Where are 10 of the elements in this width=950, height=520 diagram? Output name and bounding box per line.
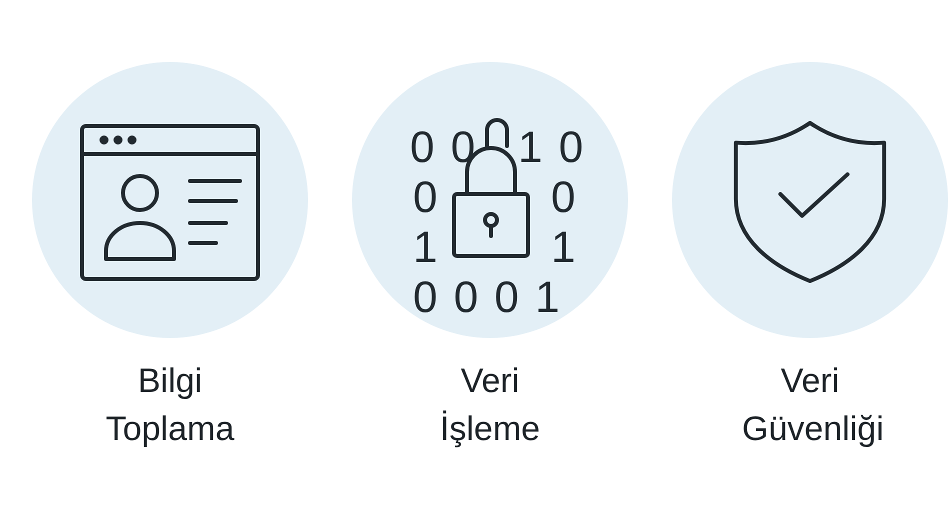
binary-digits: 0 xyxy=(413,176,440,220)
binary-digits: 0 xyxy=(551,176,578,220)
caption-label: Veri Güvenliği xyxy=(741,361,885,450)
binary-digits: 0 0 0 1 xyxy=(413,276,562,320)
binary-digits: 1 xyxy=(551,226,578,270)
caption-label: Veri İşleme xyxy=(438,361,542,450)
caption-label: Bilgi Toplama xyxy=(104,361,236,450)
binary-digits: 1 0 xyxy=(518,126,586,170)
binary-digits: 0 0 xyxy=(410,126,478,170)
binary-digits: 1 xyxy=(413,226,440,270)
